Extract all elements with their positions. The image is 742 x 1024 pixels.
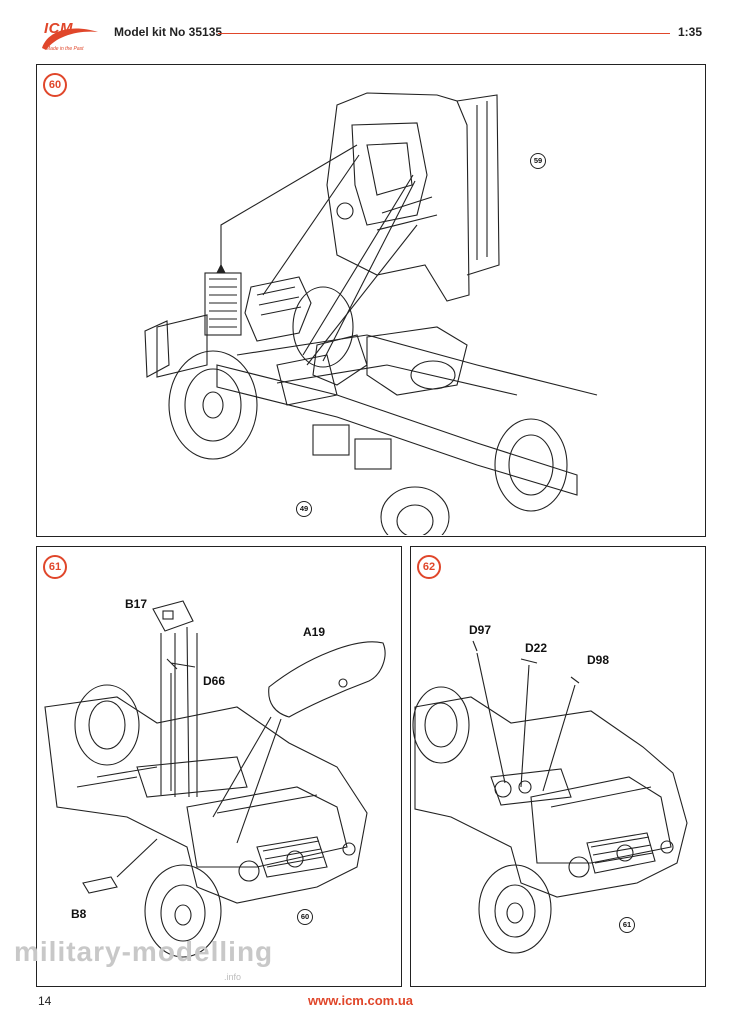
- part-label-d22: D22: [525, 641, 548, 655]
- ref-49: 49: [296, 501, 312, 517]
- part-label-d98: D98: [587, 653, 610, 667]
- logo-tagline: Made in the Past: [46, 46, 84, 52]
- kit-title: Model kit No 35135: [114, 25, 223, 39]
- header-divider: [218, 33, 670, 34]
- part-label-d97: D97: [469, 623, 492, 637]
- ref-59: 59: [530, 153, 546, 169]
- icm-logo-icon: [42, 28, 98, 50]
- part-label-b17: B17: [125, 597, 148, 611]
- watermark-sub: .info: [224, 972, 242, 982]
- step-62-panel: 62 D97 D22 D98 61: [410, 546, 706, 987]
- truck-front-drawing-step62-icon: [412, 640, 688, 954]
- page-number: 14: [38, 994, 52, 1008]
- ref-61: 61: [619, 917, 635, 933]
- scale-label: 1:35: [678, 25, 703, 39]
- part-label-b8: B8: [71, 907, 87, 921]
- step-60-panel: 60 59 49: [36, 64, 706, 537]
- page-header: ICM Made in the Past Model kit No 35135 …: [0, 18, 742, 58]
- logo-text: ICM: [44, 20, 73, 37]
- footer-url-link[interactable]: www.icm.com.ua: [308, 993, 413, 1008]
- step-61-panel: 61 B17 D66 A19 B8 60: [36, 546, 402, 987]
- step-61-number: 61: [43, 555, 67, 579]
- step-60-number: 60: [43, 73, 67, 97]
- watermark-text: military-modelling: [14, 936, 274, 967]
- step-62-number: 62: [417, 555, 441, 579]
- part-label-d66: D66: [203, 674, 226, 688]
- truck-front-drawing-icon: [44, 600, 386, 958]
- part-label-a19: A19: [303, 625, 326, 639]
- ref-60: 60: [297, 909, 313, 925]
- chassis-cab-drawing-icon: [144, 92, 598, 535]
